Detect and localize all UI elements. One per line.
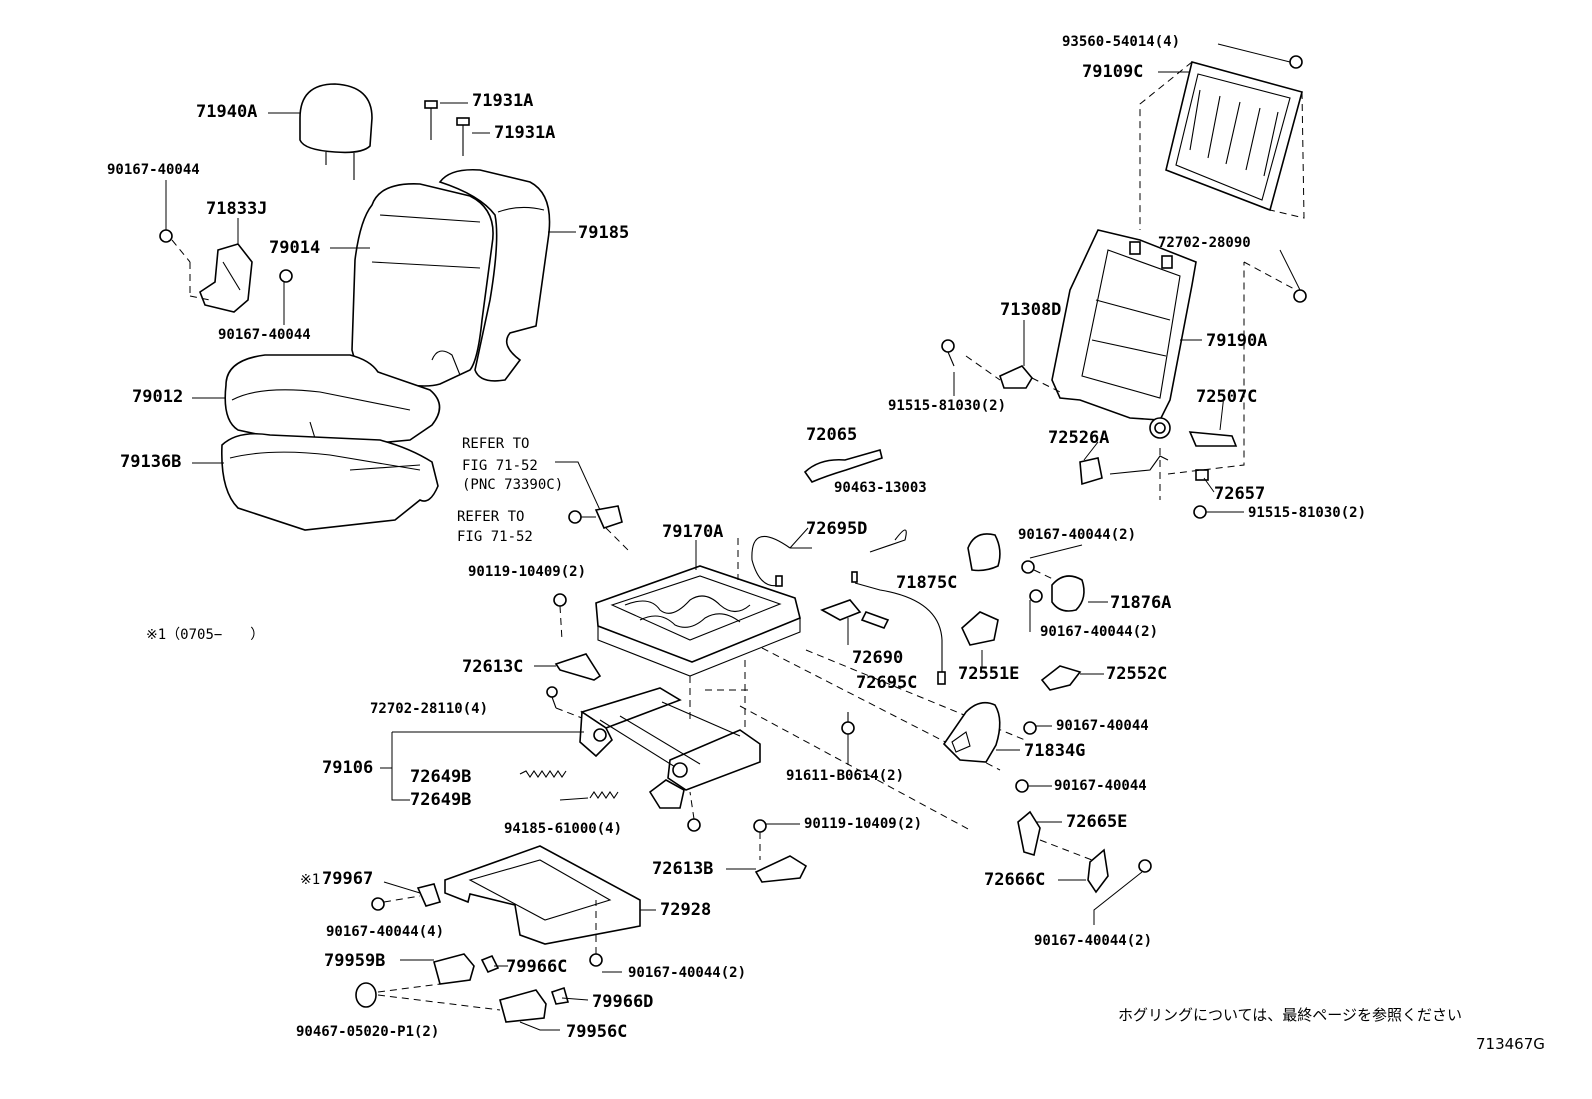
label-79956c: 79956C bbox=[566, 1022, 628, 1042]
trim-caps-drawing bbox=[355, 953, 589, 1031]
label-71931a-upper: 71931A bbox=[472, 91, 534, 111]
label-71940a: 71940A bbox=[196, 102, 258, 122]
side-cover-drawing bbox=[159, 180, 293, 325]
refer-b-line2: FIG 71-52 bbox=[457, 529, 533, 545]
diagram-id: 713467G bbox=[1476, 1035, 1545, 1053]
label-94185-61000: 94185-61000(4) bbox=[504, 821, 623, 837]
label-72613b: 72613B bbox=[652, 859, 714, 879]
label-72928: 72928 bbox=[660, 900, 712, 920]
label-72702-28090: 72702-28090 bbox=[1158, 235, 1251, 251]
label-90167-40044-2d: 90167-40044(2) bbox=[628, 965, 747, 981]
label-72526a: 72526A bbox=[1048, 428, 1110, 448]
label-79185: 79185 bbox=[578, 223, 630, 243]
label-72695d: 72695D bbox=[806, 519, 868, 539]
label-79967: 79967 bbox=[322, 869, 374, 889]
label-79170a: 79170A bbox=[662, 522, 724, 542]
refer-a-line2: FIG 71-52 bbox=[462, 458, 538, 474]
label-91515-81030-a: 91515-81030(2) bbox=[888, 398, 1007, 414]
label-72657: 72657 bbox=[1214, 484, 1266, 504]
lever-covers-drawing bbox=[967, 533, 1108, 632]
range-note: ※1（0705− ） bbox=[146, 627, 265, 643]
label-79966c: 79966C bbox=[506, 957, 568, 977]
label-71875c: 71875C bbox=[896, 573, 958, 593]
seatback-drawing bbox=[330, 168, 576, 387]
label-72507c: 72507C bbox=[1196, 387, 1258, 407]
label-71834g: 71834G bbox=[1024, 741, 1086, 761]
springs-drawing bbox=[380, 731, 619, 801]
hinge-brackets-drawing bbox=[1017, 810, 1152, 925]
cables-drawing bbox=[739, 449, 1026, 831]
bracket-72613b-drawing bbox=[726, 819, 808, 883]
seat-frame-drawing bbox=[595, 538, 801, 730]
label-79014: 79014 bbox=[269, 238, 321, 258]
bracket-72613c-drawing bbox=[534, 593, 602, 681]
label-71833j: 71833J bbox=[206, 199, 268, 219]
refer-a-line1: REFER TO bbox=[462, 436, 530, 452]
label-90167-40044-4: 90167-40044(4) bbox=[326, 924, 445, 940]
lower-frame-drawing bbox=[371, 845, 656, 973]
label-90167-40044-b: 90167-40044 bbox=[218, 327, 311, 343]
label-90167-40044-a: 90167-40044 bbox=[107, 162, 200, 178]
label-90167-40044-2c: 90167-40044(2) bbox=[1034, 933, 1153, 949]
label-90467-05020: 90467-05020-P1(2) bbox=[296, 1024, 440, 1040]
headrest-guide-drawing bbox=[424, 100, 490, 156]
label-90167-40044-d: 90167-40044 bbox=[1054, 778, 1147, 794]
label-72649b-lower: 72649B bbox=[410, 790, 472, 810]
label-72666c: 72666C bbox=[984, 870, 1046, 890]
hog-ring-note: ホグリングについては、最終ページを参照ください bbox=[1118, 1006, 1462, 1024]
bolt-91611-drawing bbox=[841, 712, 855, 765]
label-72702-28110: 72702-28110(4) bbox=[370, 701, 489, 717]
label-71876a: 71876A bbox=[1110, 593, 1172, 613]
label-79106: 79106 bbox=[322, 758, 374, 778]
label-79959b: 79959B bbox=[324, 951, 386, 971]
label-93560-54014: 93560-54014(4) bbox=[1062, 34, 1181, 50]
label-72613c: 72613C bbox=[462, 657, 524, 677]
label-72552c: 72552C bbox=[1106, 664, 1168, 684]
label-72690: 72690 bbox=[852, 648, 904, 668]
back-frame-drawing bbox=[1051, 229, 1307, 519]
label-72695c: 72695C bbox=[856, 673, 918, 693]
refer-b-line1: REFER TO bbox=[457, 509, 525, 525]
label-72065: 72065 bbox=[806, 425, 858, 445]
label-90119-10409-b: 90119-10409(2) bbox=[804, 816, 923, 832]
label-79966d: 79966D bbox=[592, 992, 654, 1012]
label-72665e: 72665E bbox=[1066, 812, 1128, 832]
side-cover-71834g-drawing bbox=[942, 701, 1052, 793]
label-79136b: 79136B bbox=[120, 452, 182, 472]
label-90167-40044-2b: 90167-40044(2) bbox=[1040, 624, 1159, 640]
seat-track-drawing bbox=[546, 686, 761, 832]
label-79190a: 79190A bbox=[1206, 331, 1268, 351]
label-71308d: 71308D bbox=[1000, 300, 1062, 320]
label-79012: 79012 bbox=[132, 387, 184, 407]
cushion-drawing bbox=[192, 354, 441, 531]
label-90463-13003: 90463-13003 bbox=[834, 480, 927, 496]
label-91611-b0614: 91611-B0614(2) bbox=[786, 768, 905, 784]
refer-a-line3: (PNC 73390C) bbox=[462, 477, 564, 493]
label-72551e: 72551E bbox=[958, 664, 1020, 684]
label-90167-40044-2a: 90167-40044(2) bbox=[1018, 527, 1137, 543]
label-90119-10409-a: 90119-10409(2) bbox=[468, 564, 587, 580]
label-79967-mark: ※1 bbox=[300, 872, 321, 888]
refer-leaders bbox=[555, 461, 631, 553]
label-79109c: 79109C bbox=[1082, 62, 1144, 82]
back-board-drawing bbox=[1139, 43, 1305, 230]
bracket-71308d-drawing bbox=[941, 320, 1061, 396]
label-90167-40044-c: 90167-40044 bbox=[1056, 718, 1149, 734]
label-72649b-upper: 72649B bbox=[410, 767, 472, 787]
label-91515-81030-b: 91515-81030(2) bbox=[1248, 505, 1367, 521]
label-71931a-lower: 71931A bbox=[494, 123, 556, 143]
headrest-drawing bbox=[268, 83, 373, 180]
brackets-72551e-drawing bbox=[961, 611, 1104, 691]
